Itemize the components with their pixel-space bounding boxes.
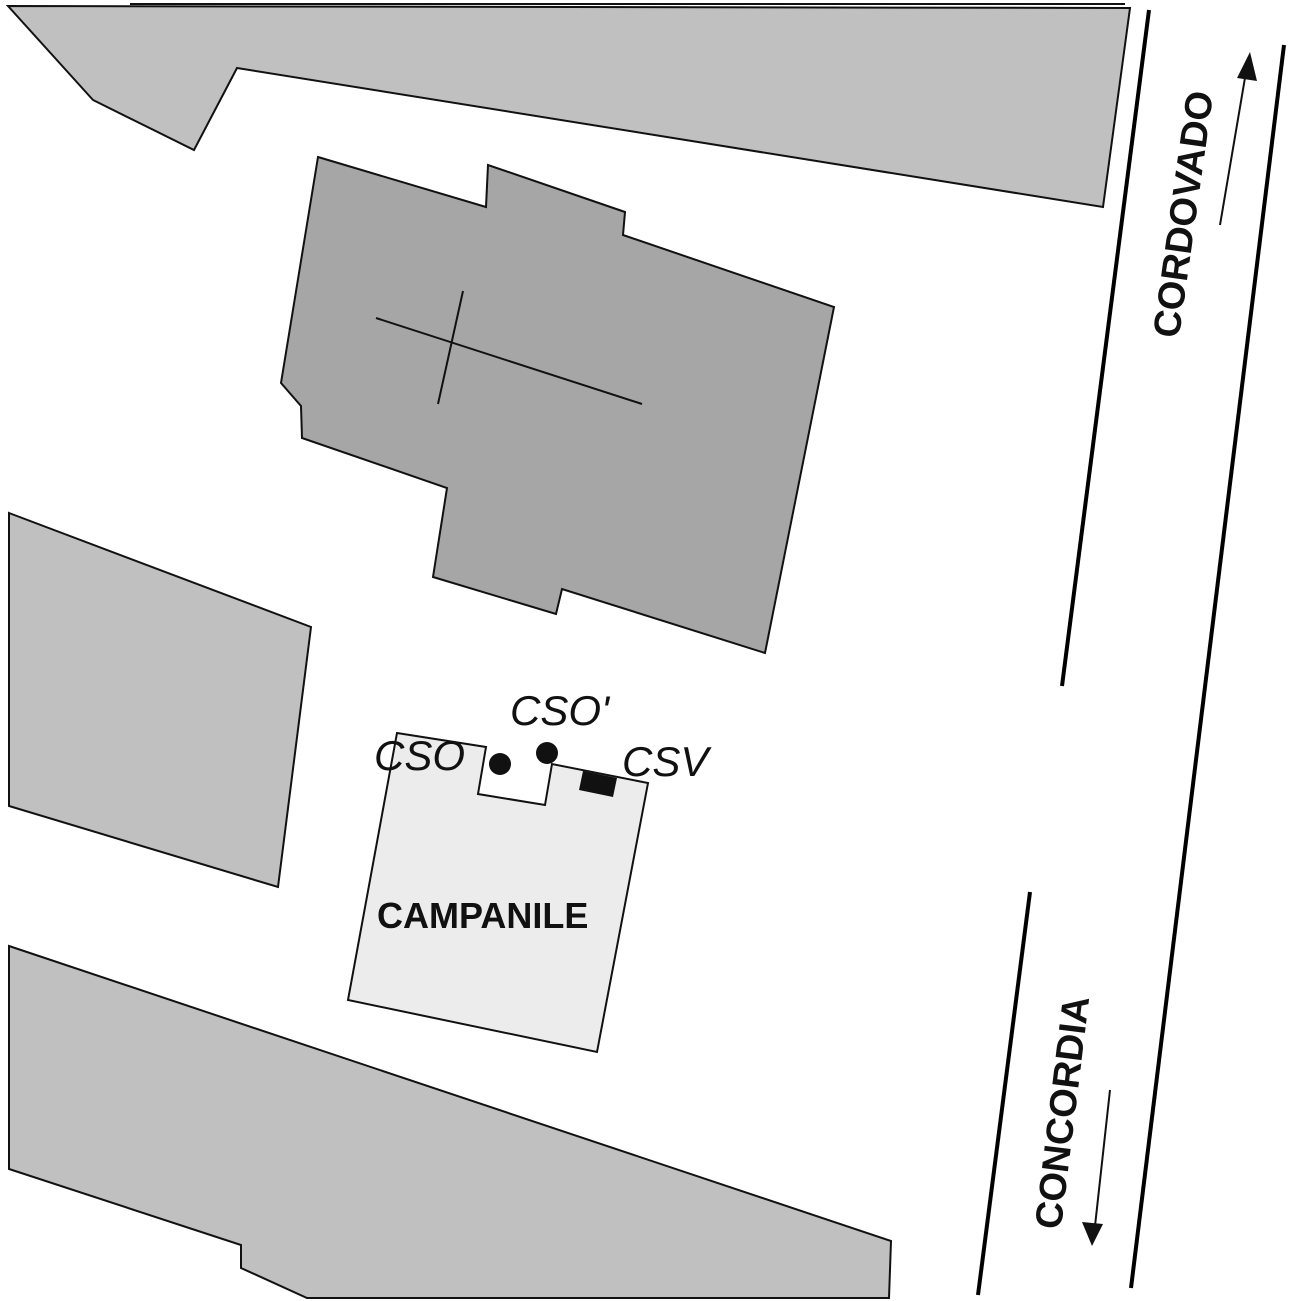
cso-label: CSO [374,732,465,779]
cso-prime-marker [536,742,558,764]
building-south [8,944,893,1299]
road-edge-east [1129,44,1286,1289]
campanile-building [346,731,650,1054]
building-west [8,511,313,889]
csv-sensor-icon [579,771,617,797]
cross-icon [375,290,643,405]
road-edge-west-south [976,891,1032,1296]
cso-marker [489,753,511,775]
road-label-concordia: CONCORDIA [1028,994,1098,1232]
building-north [5,4,1132,209]
road-edge-west-north [1060,9,1151,687]
church-building [279,155,836,655]
arrow-down-icon [1082,1089,1111,1246]
csv-label: CSV [622,738,712,785]
arrow-up-icon [1219,52,1257,226]
cso-prime-label: CSO' [510,687,611,734]
road-label-cordovado: CORDOVADO [1146,88,1222,340]
campanile-label: CAMPANILE [377,895,588,936]
